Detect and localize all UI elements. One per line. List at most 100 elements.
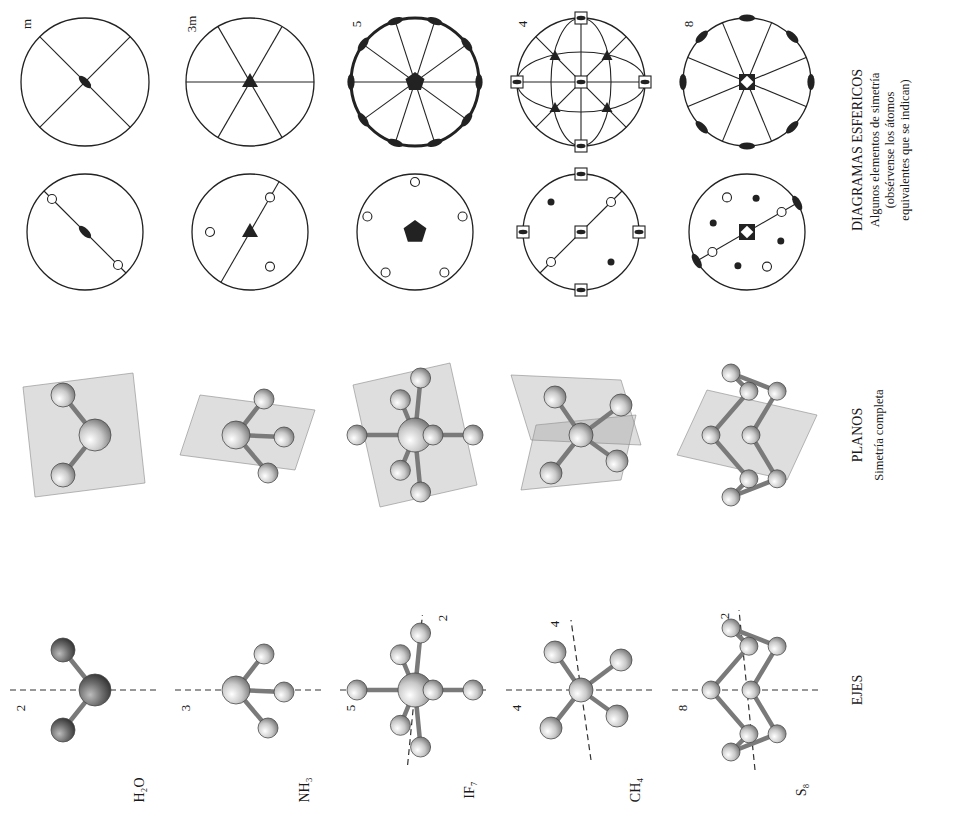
stereogram-full — [242, 73, 258, 87]
stereogram-partial — [221, 182, 279, 282]
stereogram-full — [550, 50, 561, 60]
stereogram-full — [679, 74, 686, 90]
stereogram-full — [395, 21, 435, 143]
stereogram-full — [575, 140, 587, 152]
stereogram-full — [40, 37, 131, 128]
stereogram-full — [426, 15, 443, 27]
stereogram-partial — [266, 193, 275, 202]
stereogram-full — [426, 137, 443, 149]
stereogram-partial — [517, 168, 645, 296]
stereogram-full — [688, 58, 806, 107]
stereogram-partial — [517, 226, 529, 238]
stereogram-partial — [27, 174, 143, 290]
stereogram-full — [639, 76, 651, 88]
stereogram-full — [784, 29, 800, 45]
stereogram-full — [363, 44, 467, 119]
stereogram-partial — [114, 261, 123, 270]
stereogram-full — [784, 119, 800, 135]
stereogram-partial — [739, 224, 755, 240]
axis-molecule — [702, 619, 786, 761]
stereogram-partial — [192, 174, 308, 290]
stereogram-partial — [708, 248, 717, 257]
axis-molecule — [175, 644, 325, 738]
stereogram-full — [459, 36, 474, 53]
stereogram-full — [459, 111, 474, 128]
stereogram-full — [387, 15, 404, 27]
stereogram-full — [363, 44, 467, 119]
stereogram-partial — [547, 258, 556, 267]
stereogram-partial — [763, 262, 772, 271]
stereogram-partial — [575, 284, 587, 296]
stereogram-partial — [381, 268, 390, 277]
stereogram-partial — [753, 195, 760, 202]
stereogram-partial — [575, 168, 587, 180]
stereogram-full — [536, 37, 627, 128]
axis-molecule — [340, 615, 490, 765]
stereogram-full — [218, 27, 282, 138]
point-group-symbol: 8 — [681, 21, 697, 28]
stereogram-full — [694, 119, 710, 135]
stereogram-full — [186, 18, 314, 146]
stereogram-full — [694, 29, 710, 45]
stereogram-full — [186, 18, 314, 146]
point-group-symbol: 4 — [515, 21, 531, 28]
stereogram-partial — [48, 195, 57, 204]
stereogram-full — [551, 18, 611, 146]
stereogram-partial — [458, 212, 467, 221]
stereogram-partial — [540, 191, 622, 273]
stereogram-full — [511, 12, 651, 152]
axis-molecule — [506, 620, 656, 760]
axis-order: 2 — [717, 613, 733, 620]
plane-molecule — [23, 373, 145, 497]
plane-molecule — [677, 364, 817, 506]
stereogram-full — [723, 23, 772, 141]
stereogram-partial — [404, 220, 427, 242]
stereogram-full — [575, 76, 587, 88]
axis-order: 5 — [343, 705, 359, 712]
plane-molecule — [511, 375, 641, 490]
stereogram-partial — [723, 193, 732, 202]
stereogram-full — [347, 74, 354, 90]
stereogram-partial — [242, 223, 258, 237]
plane-molecule — [180, 389, 315, 483]
stereogram-full — [575, 12, 587, 24]
stereogram-full — [602, 102, 613, 112]
stereogram-full — [395, 21, 435, 143]
stereogram-partial — [689, 174, 805, 290]
plane-molecule — [702, 364, 786, 506]
stereogram-partial — [697, 203, 797, 261]
axis-order: 2 — [13, 705, 29, 712]
stereogram-partial — [777, 238, 784, 245]
stereogram-full — [351, 18, 479, 146]
stereogram-partial — [710, 219, 717, 226]
stereogram-full — [602, 50, 613, 60]
axis-molecule — [10, 638, 160, 742]
heading-note: Algunos elementos de simetría (obsérvens… — [868, 59, 913, 241]
stereogram-partial — [689, 174, 805, 290]
stereogram-partial — [206, 228, 215, 237]
column-heading: EJES — [850, 675, 867, 705]
stereogram-partial — [27, 174, 143, 290]
axis-order: 8 — [675, 705, 691, 712]
stereogram-full — [536, 37, 627, 128]
point-group-symbol: 3m — [184, 16, 200, 33]
stereogram-full — [688, 58, 806, 107]
stereogram-full — [679, 14, 814, 149]
stereogram-full — [21, 18, 149, 146]
axis-order: 4 — [509, 705, 525, 712]
stereogram-partial — [790, 194, 804, 211]
stereogram-partial — [777, 208, 786, 217]
stereogram-partial — [357, 174, 473, 290]
stereogram-partial — [440, 268, 449, 277]
stereogram-full — [77, 74, 93, 90]
stereogram-full — [807, 74, 814, 90]
molecule-name: H₂O — [132, 777, 149, 802]
axis-order: 4 — [547, 621, 563, 628]
stereogram-full — [511, 76, 523, 88]
point-group-symbol: m — [19, 19, 35, 29]
molecule-name: S₈ — [794, 784, 811, 797]
stereogram-partial — [690, 252, 704, 269]
stereogram-full — [218, 27, 282, 138]
